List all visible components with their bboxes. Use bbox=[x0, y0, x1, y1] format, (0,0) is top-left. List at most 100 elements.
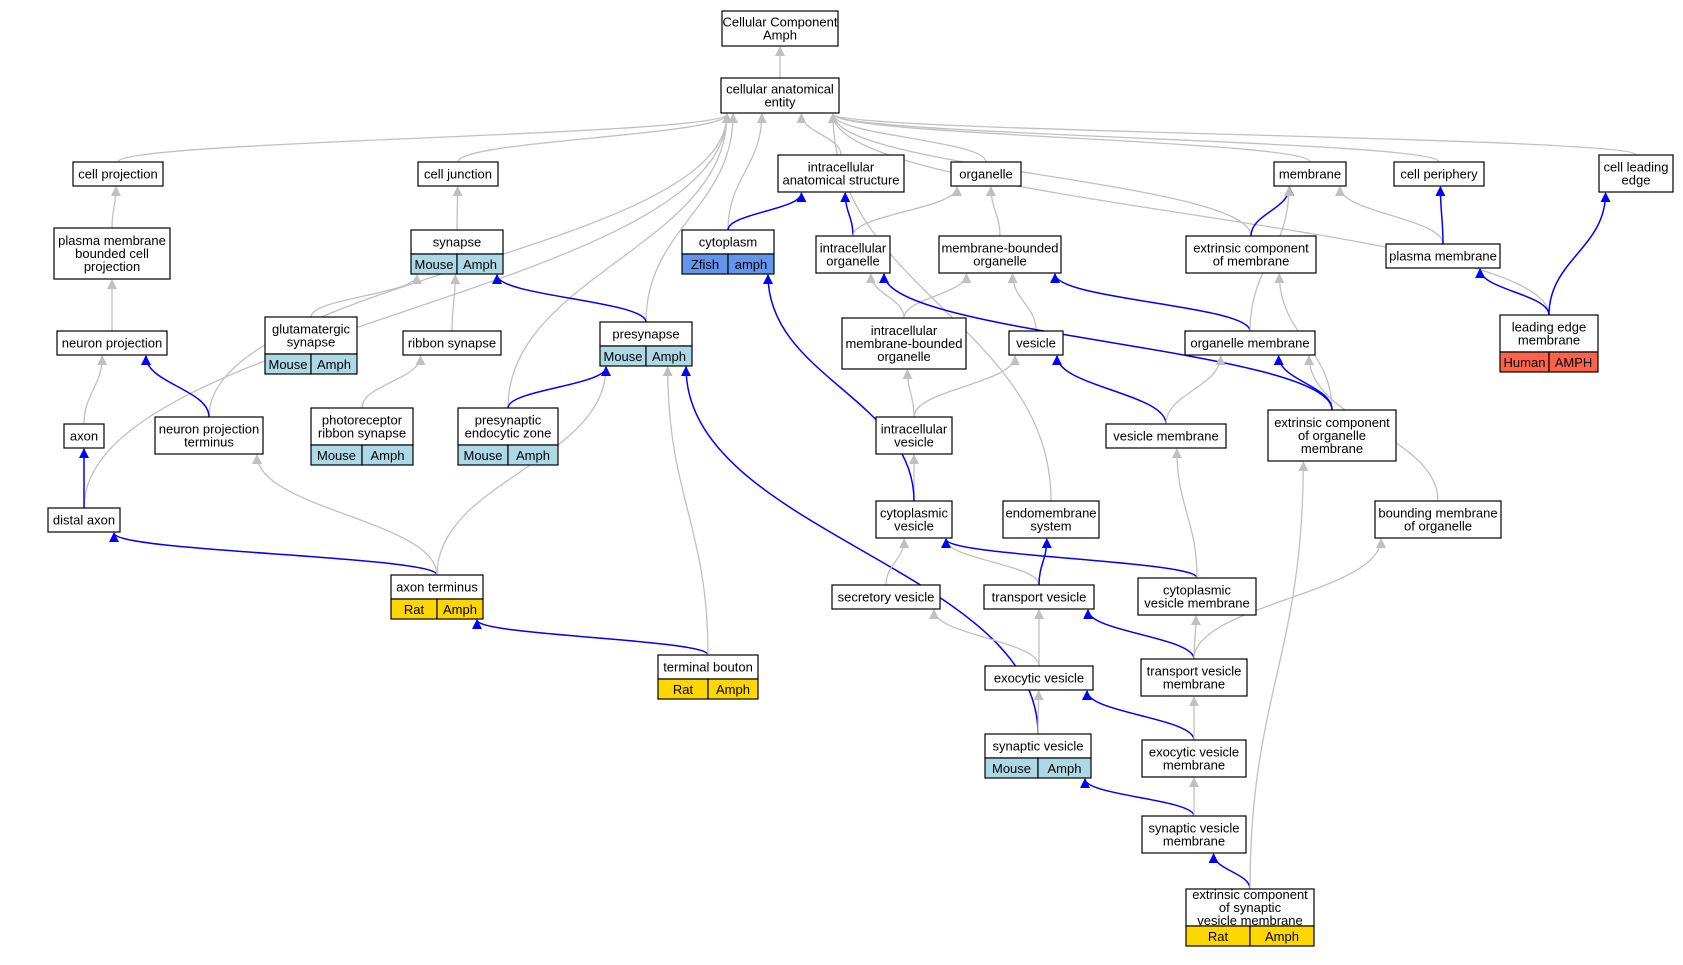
node-label: exocytic vesicle bbox=[994, 671, 1084, 686]
edge-leadingedge-to-cae bbox=[828, 113, 1550, 316]
node-transves[interactable]: transport vesicle bbox=[983, 584, 1095, 610]
edge-distalaxon-to-cae bbox=[83, 113, 732, 509]
node-box bbox=[1141, 815, 1247, 854]
node-membrane[interactable]: membrane bbox=[1273, 161, 1347, 187]
node-label: of membrane bbox=[1213, 254, 1290, 269]
node-ribbon[interactable]: ribbon synapse bbox=[402, 330, 502, 356]
node-box bbox=[938, 235, 1062, 274]
edge-tvm-to-transves bbox=[1083, 609, 1195, 660]
edge-plasmamem-to-membrane bbox=[1335, 186, 1444, 245]
node-label: vesicle bbox=[894, 519, 934, 534]
edge-termbouton-to-axonterm bbox=[472, 619, 709, 656]
node-label: leading edge bbox=[1512, 320, 1586, 335]
species-label: Rat bbox=[404, 602, 425, 617]
node-box bbox=[1137, 577, 1257, 616]
edge-presynapse-to-cae bbox=[645, 113, 739, 323]
node-label: cell leading bbox=[1603, 160, 1668, 175]
node-box bbox=[1140, 658, 1248, 697]
node-distalaxon[interactable]: distal axon bbox=[47, 507, 121, 533]
node-secves[interactable]: secretory vesicle bbox=[831, 584, 941, 610]
edge-ribbon-to-synapse bbox=[450, 274, 461, 332]
node-axon[interactable]: axon bbox=[63, 423, 105, 449]
edge-cellleading-to-cae bbox=[828, 113, 1637, 156]
node-label: cellular anatomical bbox=[726, 82, 834, 97]
node-celljunc[interactable]: cell junction bbox=[417, 161, 499, 187]
edge-cellperiph-to-cae bbox=[828, 113, 1440, 163]
node-orgmem[interactable]: organelle membrane bbox=[1184, 330, 1316, 356]
species-label: AMPH bbox=[1555, 355, 1593, 370]
species-label: Mouse bbox=[463, 448, 502, 463]
species-label: Zfish bbox=[691, 257, 719, 272]
node-label: presynaptic bbox=[475, 413, 542, 428]
edge-intraves-to-vesicle bbox=[913, 355, 1020, 418]
species-label: Rat bbox=[673, 682, 694, 697]
edge-cytoplasm-to-cae bbox=[727, 113, 767, 231]
node-cellproj[interactable]: cell projection bbox=[72, 161, 164, 187]
edge-cytoves-to-cytoplasm bbox=[763, 274, 915, 502]
edge-axonterm-to-distalaxon bbox=[109, 532, 438, 576]
species-cell bbox=[456, 253, 504, 275]
species-cell bbox=[436, 598, 484, 620]
node-plasmamem[interactable]: plasma membrane bbox=[1385, 243, 1501, 269]
node-vesicle[interactable]: vesicle bbox=[1008, 330, 1064, 356]
node-exoves[interactable]: exocytic vesicle bbox=[984, 665, 1094, 691]
edge-ecm-to-cae bbox=[828, 113, 1252, 237]
node-organelle[interactable]: organelle bbox=[950, 161, 1022, 187]
node-box bbox=[875, 500, 953, 539]
species-label: Amph bbox=[1265, 929, 1299, 944]
edge-ias-to-cae bbox=[796, 113, 842, 156]
species-label: Amph bbox=[463, 257, 497, 272]
edge-ecom-to-orgmem bbox=[1273, 355, 1333, 411]
edge-secves-to-cytoves bbox=[885, 538, 910, 586]
node-cellperiph[interactable]: cell periphery bbox=[1393, 161, 1485, 187]
species-label: Mouse bbox=[268, 357, 307, 372]
edge-vesmem-to-orgmem bbox=[1165, 355, 1226, 425]
node-neuronproj[interactable]: neuron projection bbox=[56, 330, 168, 356]
edge-axonterm-to-presynapse bbox=[436, 366, 611, 576]
species-label: Mouse bbox=[414, 257, 453, 272]
species-label: Mouse bbox=[317, 448, 356, 463]
node-label: vesicle bbox=[1016, 336, 1056, 351]
node-box bbox=[1598, 154, 1674, 193]
node-vesmem[interactable]: vesicle membrane bbox=[1105, 423, 1227, 449]
node-box bbox=[56, 330, 168, 356]
node-label: synapse bbox=[433, 235, 481, 250]
species-cell bbox=[1249, 925, 1315, 947]
node-box bbox=[1393, 161, 1485, 187]
node-box bbox=[950, 161, 1022, 187]
edge-cellproj-to-cae bbox=[117, 113, 732, 163]
node-label: vesicle membrane bbox=[1197, 913, 1303, 928]
node-box bbox=[310, 407, 414, 446]
